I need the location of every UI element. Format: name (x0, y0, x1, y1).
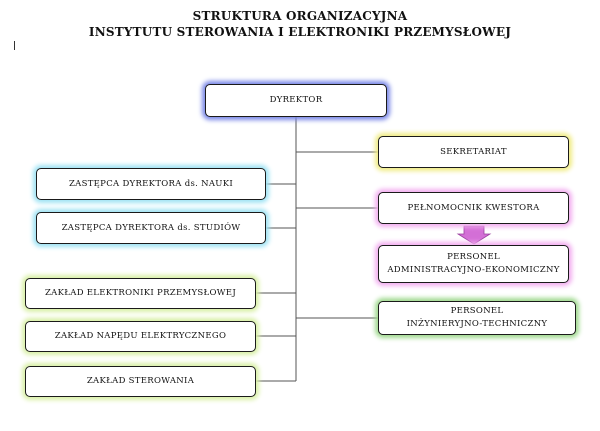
box-tech-staff-line-1: PERSONEL (450, 306, 504, 316)
box-admin-staff-line-1: PERSONEL (447, 252, 500, 262)
box-tech-staff: PERSONEL INŻYNIERYJNO-TECHNICZNY (378, 301, 576, 335)
box-deputy-science-label: ZASTĘPCA DYREKTORA ds. NAUKI (68, 178, 234, 189)
box-deputy-science: ZASTĘPCA DYREKTORA ds. NAUKI (36, 168, 266, 200)
box-dept-electronics: ZAKŁAD ELEKTRONIKI PRZEMYSŁOWEJ (25, 278, 256, 309)
box-secretariat: SEKRETARIAT (378, 136, 569, 168)
box-dept-drive: ZAKŁAD NAPĘDU ELEKTRYCZNEGO (25, 321, 256, 352)
box-secretariat-label: SEKRETARIAT (440, 146, 507, 157)
arrow-down-icon (456, 225, 492, 245)
box-quaestor-proxy: PEŁNOMOCNIK KWESTORA (378, 192, 569, 224)
box-dept-control-label: ZAKŁAD STEROWANIA (86, 376, 195, 386)
chart-title-line-1: STRUKTURA ORGANIZACYJNA (192, 9, 408, 23)
box-deputy-studies: ZASTĘPCA DYREKTORA ds. STUDIÓW (36, 212, 266, 244)
box-admin-staff: PERSONEL ADMINISTRACYJNO-EKONOMICZNY (378, 245, 569, 283)
box-dept-drive-label: ZAKŁAD NAPĘDU ELEKTRYCZNEGO (54, 331, 227, 341)
box-admin-staff-line-2: ADMINISTRACYJNO-EKONOMICZNY (387, 265, 560, 275)
box-deputy-studies-label: ZASTĘPCA DYREKTORA ds. STUDIÓW (61, 222, 241, 233)
box-dept-control: ZAKŁAD STEROWANIA (25, 366, 256, 397)
box-director: DYREKTOR (205, 84, 387, 117)
box-quaestor-proxy-label: PEŁNOMOCNIK KWESTORA (407, 202, 540, 213)
chart-title-line-2: INSTYTUTU STEROWANIA I ELEKTRONIKI PRZEM… (88, 25, 512, 39)
text-cursor (14, 41, 15, 50)
box-director-label: DYREKTOR (269, 95, 323, 105)
box-dept-electronics-label: ZAKŁAD ELEKTRONIKI PRZEMYSŁOWEJ (44, 288, 237, 298)
box-tech-staff-line-2: INŻYNIERYJNO-TECHNICZNY (406, 319, 548, 329)
